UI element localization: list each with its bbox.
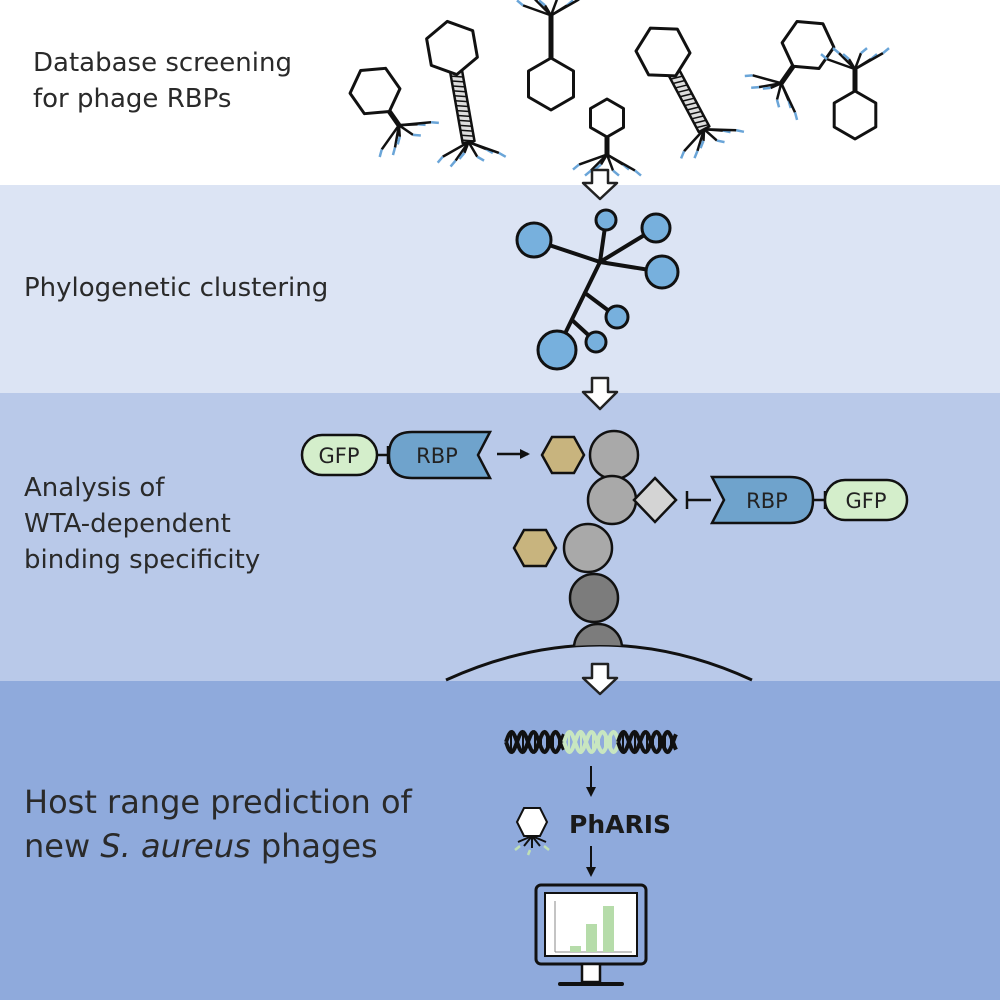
construct-left: GFP RBP [300, 430, 493, 480]
monitor-icon [534, 883, 648, 986]
tree-leaf-node [604, 304, 630, 330]
label-database-screening: Database screening for phage RBPs [33, 48, 292, 114]
rbp-label-right: RBP [746, 489, 788, 513]
tree-leaf-node [515, 221, 553, 259]
gfp-tag-right [823, 478, 909, 522]
label-host-range-prediction: Host range prediction of new S. aureus p… [24, 783, 412, 865]
tree-leaf-node [640, 212, 672, 244]
phage-icon [634, 26, 745, 159]
phage-icon [348, 66, 439, 158]
bar-medium [586, 924, 597, 952]
down-arrow-icon [581, 662, 619, 696]
rbp-label-left: RBP [416, 444, 458, 468]
section-phylogenetic-clustering [0, 185, 1000, 393]
dna-double-helix-icon [504, 729, 678, 755]
bar-large [603, 906, 614, 952]
cell-membrane [445, 643, 753, 682]
label-phylogenetic-clustering: Phylogenetic clustering [24, 273, 329, 303]
gfp-label-right: GFP [845, 489, 886, 513]
phage-icon [516, 0, 581, 112]
construct-right: RBP GFP [709, 475, 909, 525]
phage-icon [425, 19, 507, 168]
wta-polymer [445, 429, 753, 682]
section-host-range-prediction [0, 681, 1000, 1000]
flow-arrows [581, 168, 619, 696]
tree-leaf-node [536, 329, 578, 371]
wta-bead [586, 474, 638, 526]
modification-diamond [632, 476, 678, 524]
phage-icon [820, 47, 890, 141]
label-binding-specificity: Analysis of WTA-dependent binding specif… [24, 473, 261, 575]
tree-leaf-node [584, 330, 608, 354]
down-arrow-icon [581, 168, 619, 201]
tool-name: PhARIS [569, 810, 671, 839]
section-binding-specificity [0, 393, 1000, 681]
phage-icon [572, 97, 642, 177]
wta-bead [568, 572, 620, 624]
glcnac-hexagon-top [540, 435, 586, 475]
phage-particles [348, 0, 890, 177]
binding-indicators [497, 449, 711, 509]
pipeline-arrows [586, 766, 596, 877]
pharis-phage-icon [514, 807, 550, 856]
glcnac-hexagon-bottom [512, 528, 558, 568]
rbp-protein-left [387, 430, 493, 480]
phylogenetic-tree [515, 208, 680, 371]
down-arrow-icon [581, 376, 619, 411]
gfp-label-left: GFP [318, 444, 359, 468]
wta-bead [588, 429, 640, 481]
wta-bead [562, 522, 614, 574]
tree-leaf-node [644, 254, 680, 290]
tree-leaf-node [594, 208, 618, 232]
bar-small [570, 946, 581, 952]
